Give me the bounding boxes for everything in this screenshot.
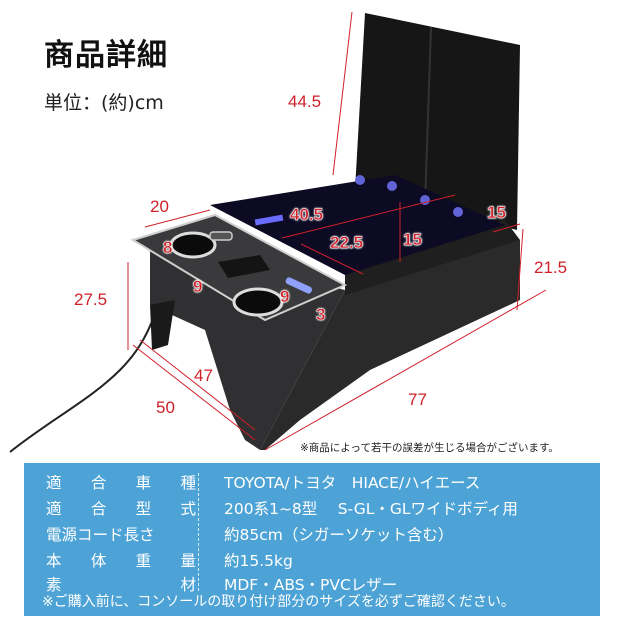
label-char: 電源コード長さ bbox=[46, 526, 155, 544]
spec-label: 本 体 重 量 bbox=[46, 549, 196, 571]
spec-value: 約85cm（シガーソケット含む） bbox=[224, 526, 454, 544]
label-char: 型 bbox=[135, 500, 152, 518]
spec-table: 適 合 車 種 TOYOTA/トヨタ HIACE/ハイエース 適 合 型 式 2… bbox=[24, 463, 600, 616]
spec-label: 適 合 型 式 bbox=[46, 497, 196, 519]
spec-divider bbox=[198, 473, 199, 591]
dim-left-height: 27.5 bbox=[74, 290, 108, 309]
dim-cupholder-a: 8 bbox=[163, 238, 173, 257]
dim-rim: 3 bbox=[316, 305, 326, 324]
label-char: 合 bbox=[90, 474, 107, 492]
label-char: 適 bbox=[46, 474, 62, 492]
dim-tray-slot: 9 bbox=[193, 277, 203, 296]
dim-inner-depth-bottom: 47 bbox=[194, 366, 213, 385]
spec-label: 電源コード長さ bbox=[46, 523, 196, 545]
spec-label: 素 材 bbox=[46, 573, 196, 595]
unit-label: 単位：(約)cm bbox=[44, 92, 164, 114]
spec-footer-note: ※ご購入前に、コンソールの取り付け部分のサイズを必ずご確認ください。 bbox=[42, 594, 515, 610]
label-char: 合 bbox=[90, 500, 107, 518]
page-title: 商品詳細 bbox=[44, 38, 168, 73]
label-char: 適 bbox=[46, 500, 62, 518]
dim-cupholder-b: 9 bbox=[280, 287, 290, 306]
console-box-illustration bbox=[9, 11, 547, 453]
label-char: 重 bbox=[135, 552, 152, 570]
label-char: 種 bbox=[180, 474, 196, 492]
spec-value: 200系1~8型 S-GL・GLワイドボディ用 bbox=[224, 500, 518, 518]
dim-inner-length: 40.5 bbox=[290, 205, 324, 224]
label-char: 材 bbox=[180, 576, 196, 594]
dim-tray-width: 20 bbox=[150, 197, 169, 216]
label-char: 車 bbox=[135, 474, 152, 492]
label-char: 式 bbox=[180, 500, 196, 518]
dim-inner-depth: 15 bbox=[403, 230, 422, 249]
dim-lid-height: 44.5 bbox=[288, 92, 322, 111]
dim-outer-depth: 50 bbox=[156, 398, 175, 417]
dim-total-length: 77 bbox=[408, 390, 427, 409]
spec-label: 適 合 車 種 bbox=[46, 471, 196, 493]
label-char: 量 bbox=[180, 552, 196, 570]
label-char: 本 bbox=[46, 552, 62, 570]
label-char: 体 bbox=[90, 552, 107, 570]
dim-inner-width: 22.5 bbox=[330, 233, 364, 252]
tolerance-note: ※商品によって若干の誤差が生じる場合がございます。 bbox=[300, 442, 559, 454]
label-char: 素 bbox=[46, 576, 62, 594]
spec-value: MDF・ABS・PVCレザー bbox=[224, 576, 398, 594]
dim-right-height: 21.5 bbox=[534, 258, 568, 277]
spec-value: TOYOTA/トヨタ HIACE/ハイエース bbox=[224, 474, 481, 492]
dim-right-ledge: 15 bbox=[487, 203, 506, 222]
spec-value: 約15.5kg bbox=[224, 552, 293, 570]
